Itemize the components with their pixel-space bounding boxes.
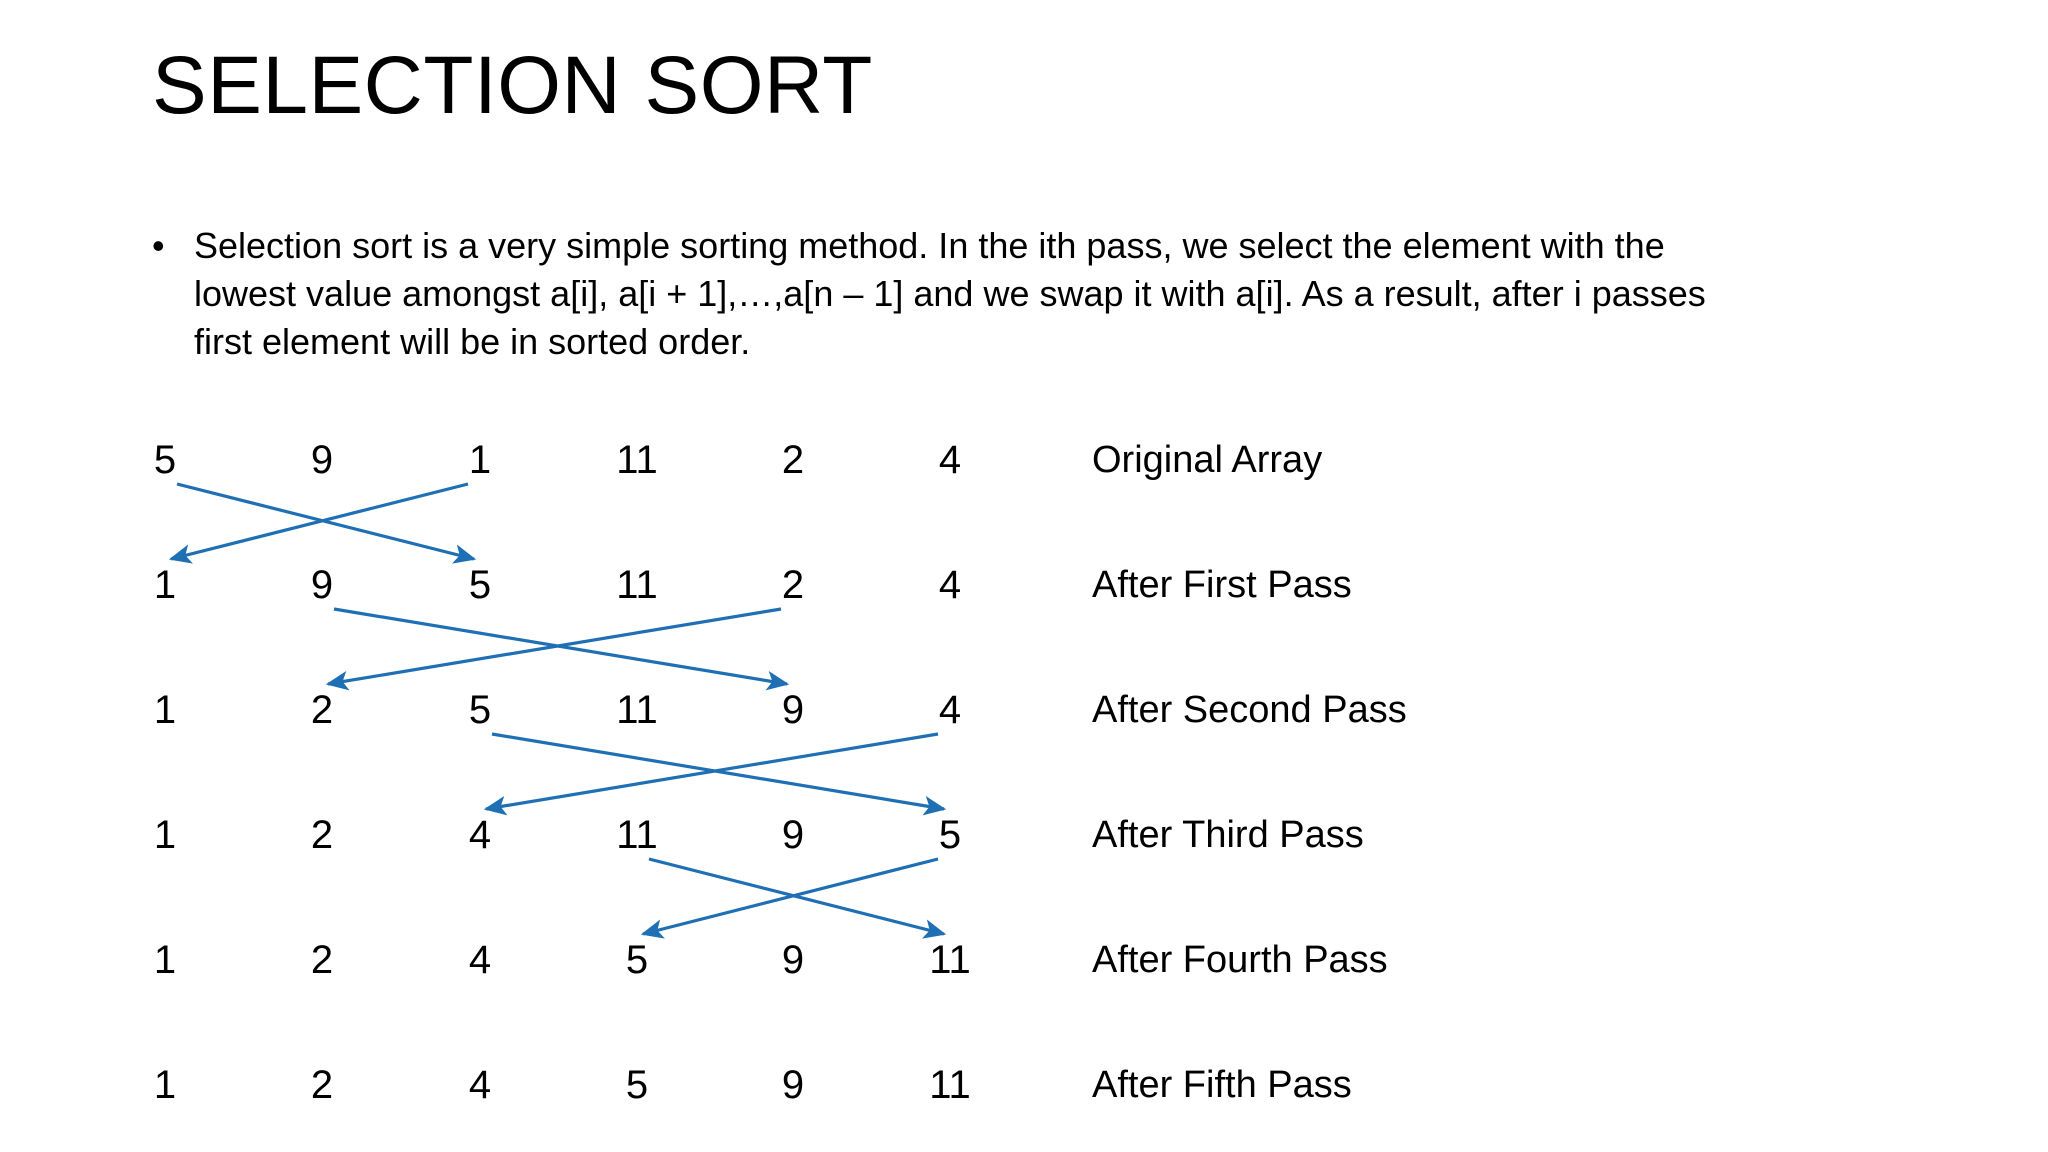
row-label: After First Pass [1092, 564, 1352, 606]
row-label: After Third Pass [1092, 814, 1364, 856]
bullet-line-3: first element will be in sorted order. [194, 321, 751, 362]
array-cell: 1 [153, 688, 177, 732]
bullet-line: • Selection sort is a very simple sortin… [152, 222, 1872, 270]
array-cell: 11 [616, 563, 658, 607]
array-cell: 1 [153, 813, 177, 857]
array-cell: 5 [153, 438, 177, 482]
swap-arrow-down-right [648, 857, 947, 939]
swap-arrow-down-right [333, 607, 790, 691]
array-cell: 2 [310, 1063, 334, 1107]
array-cell: 9 [781, 688, 805, 732]
array-cell: 11 [616, 688, 658, 732]
array-cell: 1 [153, 938, 177, 982]
array-cell: 4 [938, 563, 962, 607]
page-title: SELECTION SORT [152, 40, 873, 131]
array-cell: 11 [616, 438, 658, 482]
array-cell: 1 [153, 563, 177, 607]
array-cell: 11 [929, 938, 971, 982]
array-cell: 5 [468, 563, 492, 607]
array-cell: 2 [310, 688, 334, 732]
swap-arrow-down-right [491, 732, 947, 816]
array-cell: 2 [781, 563, 805, 607]
bullet-line-1: Selection sort is a very simple sorting … [194, 225, 1665, 266]
array-cell: 1 [153, 1063, 177, 1107]
row-label: After Second Pass [1092, 689, 1407, 731]
swap-arrow-down-left [483, 732, 939, 816]
array-cell: 9 [310, 563, 334, 607]
array-cell: 4 [938, 438, 962, 482]
swap-arrow-down-left [168, 482, 469, 564]
row-label: After Fifth Pass [1092, 1064, 1352, 1106]
row-label: Original Array [1092, 439, 1323, 481]
bullet-paragraph: • Selection sort is a very simple sortin… [152, 222, 1872, 366]
array-cell: 5 [625, 938, 649, 982]
array-cell: 1 [468, 438, 492, 482]
bullet-dot-icon: • [152, 225, 165, 266]
bullet-line: first element will be in sorted order. [152, 318, 1872, 366]
array-cell: 9 [781, 1063, 805, 1107]
array-cell: 4 [468, 813, 492, 857]
bullet-line-2: lowest value amongst a[i], a[i + 1],…,a[… [194, 273, 1706, 314]
array-cell: 2 [781, 438, 805, 482]
array-cell: 5 [938, 813, 962, 857]
swap-arrow-down-left [325, 607, 782, 691]
array-cell: 9 [781, 813, 805, 857]
array-cell: 2 [310, 813, 334, 857]
array-cell: 11 [616, 813, 658, 857]
array-cell: 5 [468, 688, 492, 732]
row-label: After Fourth Pass [1092, 939, 1388, 981]
array-cell: 11 [929, 1063, 971, 1107]
swap-arrow-down-left [640, 857, 939, 939]
array-cell: 5 [625, 1063, 649, 1107]
array-cell: 4 [938, 688, 962, 732]
array-cell: 4 [468, 938, 492, 982]
bullet-line: lowest value amongst a[i], a[i + 1],…,a[… [152, 270, 1872, 318]
array-cell: 2 [310, 938, 334, 982]
array-cell: 9 [781, 938, 805, 982]
array-cell: 9 [310, 438, 334, 482]
swap-arrow-down-right [176, 482, 477, 564]
array-cell: 4 [468, 1063, 492, 1107]
